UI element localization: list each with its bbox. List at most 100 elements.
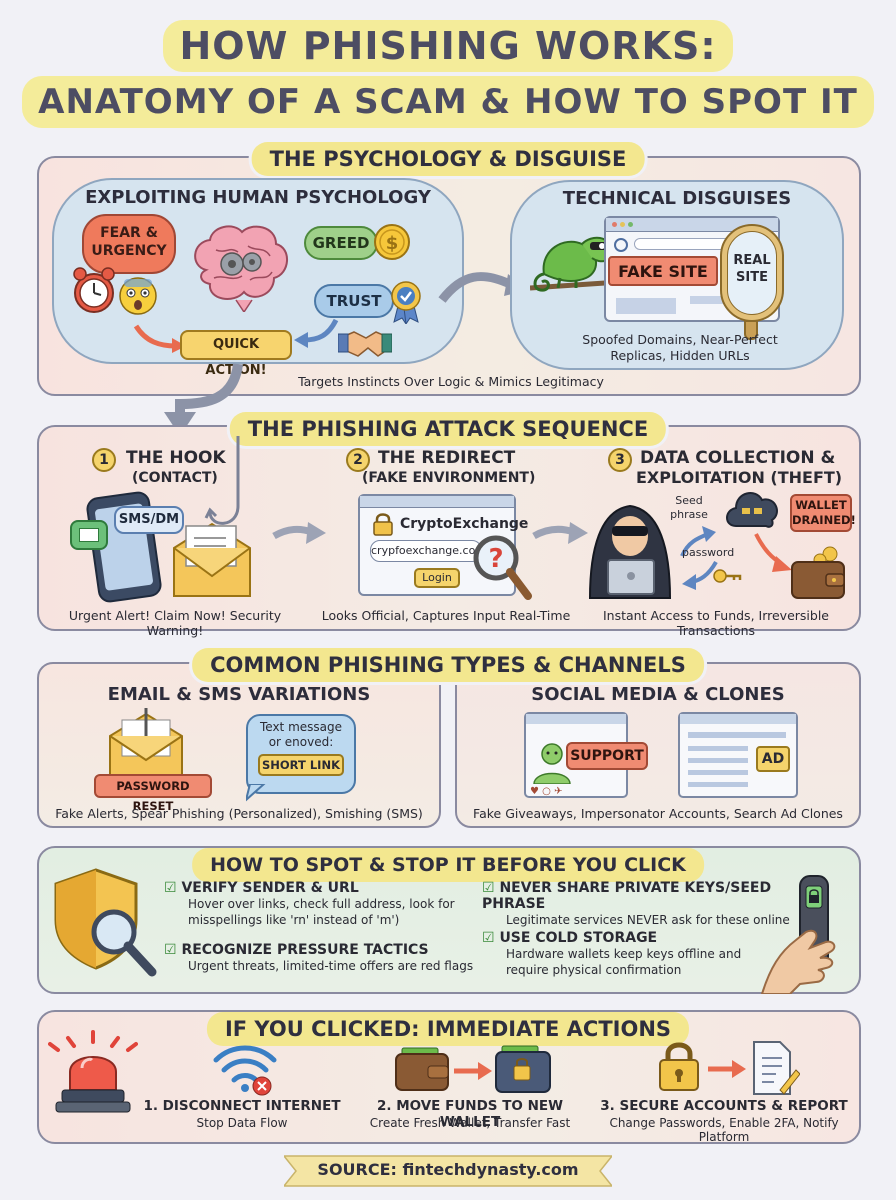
fear-speech-bubble xyxy=(82,214,176,274)
report-document-icon xyxy=(753,1041,800,1095)
handshake-icon xyxy=(338,331,392,357)
psychology-footer: Targets Instincts Over Logic & Mimics Le… xyxy=(298,374,604,389)
phishing-envelope-icon xyxy=(109,708,183,777)
arrow-step-1-to-2 xyxy=(272,522,326,544)
brain-gears-icon xyxy=(194,225,288,312)
arrow-to-quick-action-left xyxy=(133,324,186,353)
types-right-panel xyxy=(455,662,861,828)
alarm-clock-icon xyxy=(73,267,115,313)
sequence-banner: THE PHISHING ATTACK SEQUENCE xyxy=(229,412,667,446)
tip-title: NEVER SHARE PRIVATE KEYS/SEED PHRASE xyxy=(482,880,772,912)
tip-never-share-keys: ☑ NEVER SHARE PRIVATE KEYS/SEED PHRASE L… xyxy=(482,880,802,928)
real-site-label: REAL SITE xyxy=(733,253,771,285)
mirror-handle xyxy=(744,320,758,340)
content-line xyxy=(688,758,748,763)
action-1-sub: Stop Data Flow xyxy=(196,1116,288,1130)
step-3-caption: Instant Access to Funds, Irreversible Tr… xyxy=(603,608,829,638)
arrow-password-to-hacker xyxy=(682,560,718,590)
tip-verify-sender: ☑ VERIFY SENDER & URL Hover over links, … xyxy=(164,880,464,928)
mirror-glass xyxy=(727,231,777,315)
magnifier-question-icon: ? xyxy=(473,535,532,600)
content-line xyxy=(688,770,748,775)
content-line xyxy=(688,732,786,738)
tip-recognize-pressure: ☑ RECOGNIZE PRESSURE TACTICS Urgent thre… xyxy=(164,942,474,974)
disguises-heading: TECHNICAL DISGUISES xyxy=(562,188,792,209)
content-line xyxy=(688,746,748,751)
scared-face-icon xyxy=(119,277,157,315)
step-1-caption: Urgent Alert! Claim Now! Security Warnin… xyxy=(68,608,282,638)
tip-title: VERIFY SENDER & URL xyxy=(181,880,359,896)
support-badge: SUPPORT xyxy=(566,742,648,770)
browser-dot xyxy=(612,222,617,227)
arrow-to-quick-action-right xyxy=(294,318,339,348)
step-title: DATA COLLECTION & xyxy=(640,448,836,468)
email-sms-caption: Fake Alerts, Spear Phishing (Personalize… xyxy=(55,806,423,821)
action-3-sub: Change Passwords, Enable 2FA, Notify Pla… xyxy=(609,1116,839,1144)
envelope-mini-icon xyxy=(79,528,99,542)
fear-label: FEAR & URGENCY xyxy=(91,225,167,259)
action-3-title: 3. SECURE ACCOUNTS & REPORT xyxy=(600,1098,848,1114)
step-title: THE REDIRECT xyxy=(378,448,516,468)
tip-cold-storage: ☑ USE COLD STORAGE Hardware wallets keep… xyxy=(482,930,782,978)
step-number: 2 xyxy=(346,448,370,472)
bubble-tail xyxy=(246,784,266,802)
fake-site-label: FAKE SITE xyxy=(608,256,718,286)
checkbox-icon: ☑ xyxy=(164,942,177,958)
key-icon xyxy=(713,569,742,583)
greed-badge: GREED xyxy=(304,226,378,260)
old-wallet-icon xyxy=(395,1047,449,1091)
password-reset-badge: PASSWORD RESET xyxy=(94,774,212,813)
tip-body: require physical confirmation xyxy=(506,963,682,977)
tip-title: RECOGNIZE PRESSURE TACTICS xyxy=(181,942,429,958)
window-toolbar xyxy=(680,714,796,724)
new-wallet-icon xyxy=(495,1045,551,1093)
spot-banner: HOW TO SPOT & STOP IT BEFORE YOU CLICK xyxy=(192,848,704,882)
arrow-seed-to-cloud xyxy=(680,526,716,557)
content-line xyxy=(688,782,748,787)
hardware-wallet-hand-icon xyxy=(760,875,836,994)
trust-badge: TRUST xyxy=(314,284,394,318)
padlock-icon xyxy=(373,513,393,536)
report-arrow-icon xyxy=(708,1060,746,1078)
reaction-icons: ♥ ○ ✈ xyxy=(530,786,563,797)
ad-badge: AD xyxy=(756,746,790,772)
login-button[interactable]: Login xyxy=(414,568,460,588)
tip-body: Legitimate services NEVER ask for these … xyxy=(506,913,790,927)
action-2-title: 2. MOVE FUNDS TO NEW WALLET xyxy=(376,1098,564,1130)
psychology-heading: EXPLOITING HUMAN PSYCHOLOGY xyxy=(85,187,431,208)
site-name: CryptoExchange xyxy=(400,516,529,532)
checkbox-icon: ☑ xyxy=(482,880,495,896)
coin-icon: $ xyxy=(374,224,410,260)
seed-phrase-label: Seed phrase xyxy=(670,494,708,521)
shield-magnifier-icon xyxy=(54,868,157,977)
fake-url-field: crypfoexchange.com xyxy=(370,540,482,562)
card-toolbar xyxy=(526,714,626,724)
password-label: password xyxy=(682,546,735,559)
tip-title: USE COLD STORAGE xyxy=(499,930,658,946)
page-title: HOW PHISHING WORKS: ANATOMY OF A SCAM & … xyxy=(0,20,896,128)
lock-icon xyxy=(659,1042,699,1091)
arrow-cloud-to-wallet xyxy=(754,533,792,572)
step-subtitle: EXPLOITATION (THEFT) xyxy=(636,468,843,487)
tip-body: Hardware wallets keep keys offline and xyxy=(506,947,742,961)
siren-icon xyxy=(48,1030,138,1113)
source-label[interactable]: SOURCE: fintechdynasty.com xyxy=(317,1160,579,1179)
impersonator-avatar-icon xyxy=(533,743,571,784)
globe-icon xyxy=(614,238,628,252)
quick-action-badge: QUICK ACTION! xyxy=(180,330,292,378)
email-sms-heading: EMAIL & SMS VARIATIONS xyxy=(107,684,371,705)
step-subtitle: (FAKE ENVIRONMENT) xyxy=(362,470,536,486)
transfer-arrow-icon xyxy=(454,1062,492,1080)
source-ribbon xyxy=(284,1155,612,1187)
step-subtitle: (CONTACT) xyxy=(132,470,218,486)
chat-icon xyxy=(70,520,108,550)
checkbox-icon: ☑ xyxy=(164,880,177,896)
short-link-badge: SHORT LINK xyxy=(258,754,344,776)
svg-text:$: $ xyxy=(386,233,399,254)
step-number: 1 xyxy=(92,448,116,472)
window-titlebar xyxy=(360,496,514,508)
actions-banner: IF YOU CLICKED: IMMEDIATE ACTIONS xyxy=(206,1012,690,1046)
title-line-1: HOW PHISHING WORKS: xyxy=(163,20,733,72)
checkbox-icon: ☑ xyxy=(482,930,495,946)
sms-dm-bubble: SMS/DM xyxy=(114,506,184,534)
